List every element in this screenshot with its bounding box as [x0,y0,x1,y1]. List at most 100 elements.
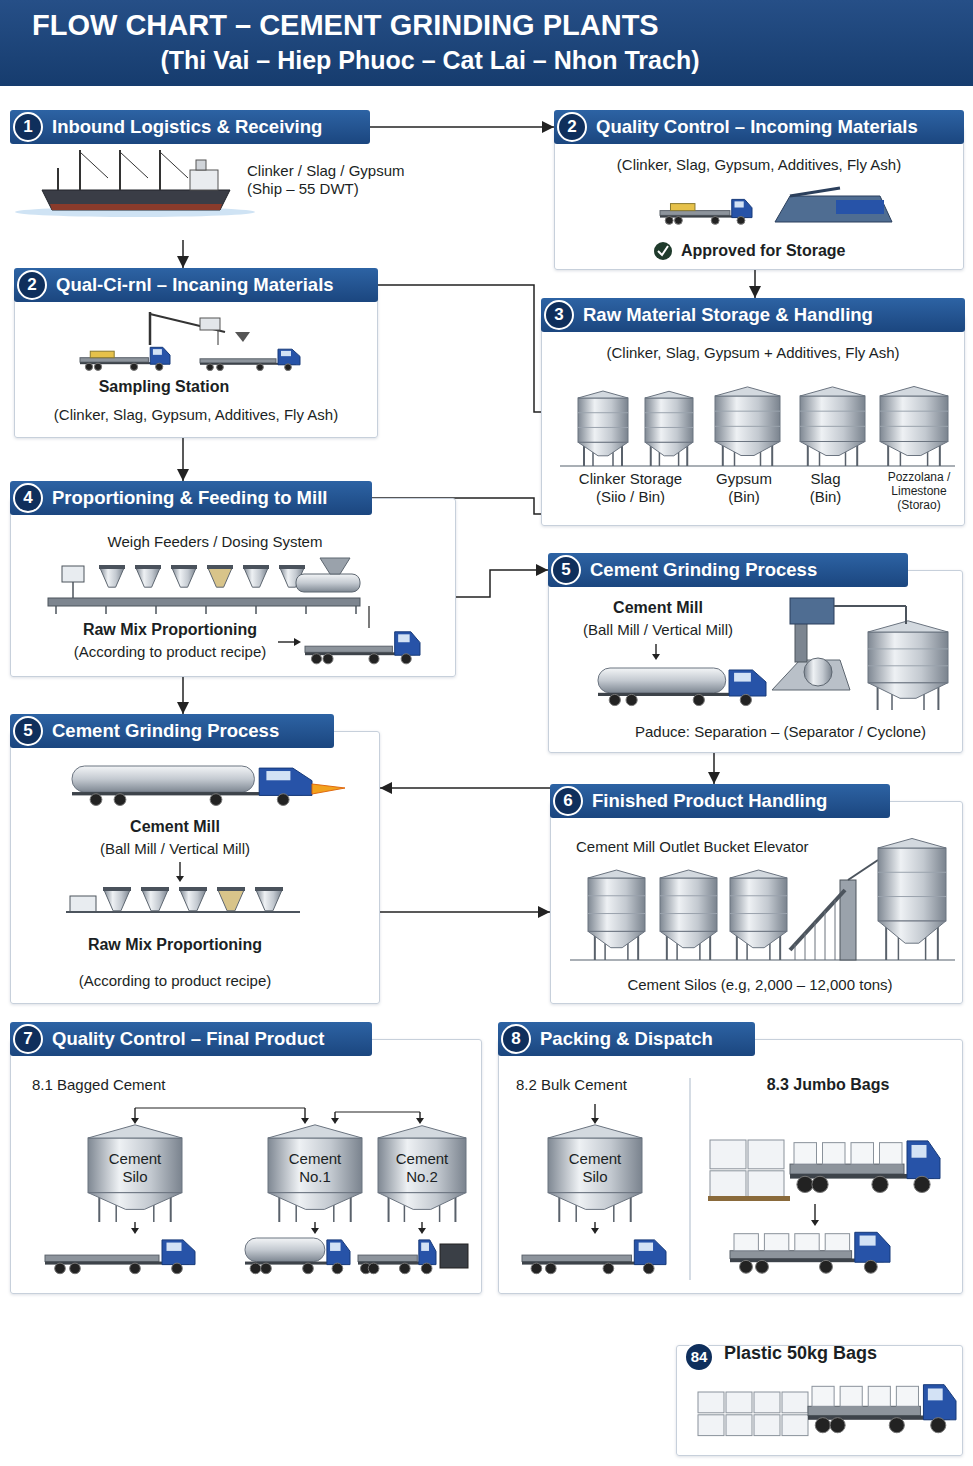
hopper [104,890,130,911]
silo-band [715,426,780,427]
bag [794,1143,817,1164]
hopper-rim [103,887,131,891]
cab-window [153,349,162,355]
bag [764,1234,788,1251]
bag [782,1415,808,1436]
cab-window [330,1243,341,1251]
duct [848,860,878,880]
wheel [737,216,745,224]
step-title: Packing & Dispatch [540,1022,713,1056]
callout-number: 84 [684,1342,714,1372]
arrow-line [314,1222,315,1229]
silo-body [548,1138,642,1193]
wheel [889,1418,904,1433]
ship-mast [57,168,59,190]
body-text: (Clinker, Slag, Gypsum + Additives, Fly … [541,344,965,362]
ship-rigging [120,152,148,178]
bag [754,1392,780,1413]
wheel [261,1263,272,1274]
silo-body [715,396,780,442]
bag [825,1234,849,1251]
wheel [872,1176,888,1192]
silo-roof [800,387,865,396]
wheel [323,654,333,664]
arrow-line [134,1108,135,1119]
arrow-line [179,862,180,877]
silo-roof [868,621,948,632]
silo-roof [578,391,628,398]
cab-window [734,673,751,682]
arrow-head [131,1228,139,1234]
silo-roof [88,1125,182,1138]
divider [689,1078,691,1280]
hopper [218,890,244,911]
silo-roof [880,386,948,396]
trailer-deck [790,1164,904,1174]
flow-connector [370,126,554,128]
flow-connector [378,285,541,412]
wheel [756,1260,769,1273]
wheel [643,1263,654,1274]
silo-roof [730,870,787,878]
mill-frame [790,598,834,624]
process-section: 5Cement Grinding ProcessCement Mill(Ball… [548,553,963,753]
silo-roof [660,870,717,878]
body-text: (Ball Mill / Vertical Mill) [60,840,290,858]
silo-body [800,396,865,442]
conveyor [48,598,360,606]
wheel [55,1263,66,1274]
body-text: Cement Mill Outlet Bucket Elevator [576,838,866,856]
silo-cone [88,1193,182,1210]
body-text: Cement Mill [70,818,280,836]
step-title: Cement Grinding Process [52,714,279,748]
flow-connector [754,270,756,298]
silo-cone [800,442,865,456]
tank-body [72,766,254,792]
process-section: 2Qual-Ci-rnl – Incaning MaterialsSamplin… [14,268,378,438]
section-panel [550,801,963,1004]
arrow-head [176,876,184,882]
check-icon [654,242,672,260]
section-header: 7Quality Control – Final Product [10,1022,372,1056]
wheel [94,363,101,370]
section-header: 1Inbound Logistics & Receiving [10,110,370,144]
body-text: (According to product recipe) [40,972,310,990]
monitor-stand [72,582,74,598]
wheel [693,694,704,705]
wheel [250,1263,261,1274]
wheel [820,1260,833,1273]
machine-cab [836,200,884,214]
bag [782,1392,808,1413]
section-header: 5Cement Grinding Process [548,553,908,587]
truck-cab [162,1240,195,1265]
bag [823,1143,846,1164]
truss [795,944,796,960]
silo-cone [578,442,628,456]
truck-cab [729,670,766,696]
process-section: 1Inbound Logistics & ReceivingClinker / … [10,110,370,240]
arrow-line [814,1204,815,1221]
hopper [244,568,268,587]
title: FLOW CHART – CEMENT GRINDING PLANTS [32,9,659,42]
wheel [609,694,620,705]
conveyor [66,911,300,913]
cab-window [281,351,291,356]
bag [734,1234,758,1251]
trailer-deck [200,359,276,363]
bag [868,1386,890,1406]
step-title: Quality Control – Final Product [52,1022,324,1056]
forklift [440,1244,468,1268]
truss [815,922,816,960]
ground [560,465,955,467]
step-number: 1 [13,112,43,142]
wheel [303,1263,314,1274]
wheel [311,654,321,664]
hopper-rim [207,565,233,569]
flow-connector [713,753,715,784]
tank-body [598,668,726,693]
wheel [931,1418,946,1433]
wheel [421,1263,432,1274]
cab-window [398,634,410,642]
hopper [142,890,168,911]
